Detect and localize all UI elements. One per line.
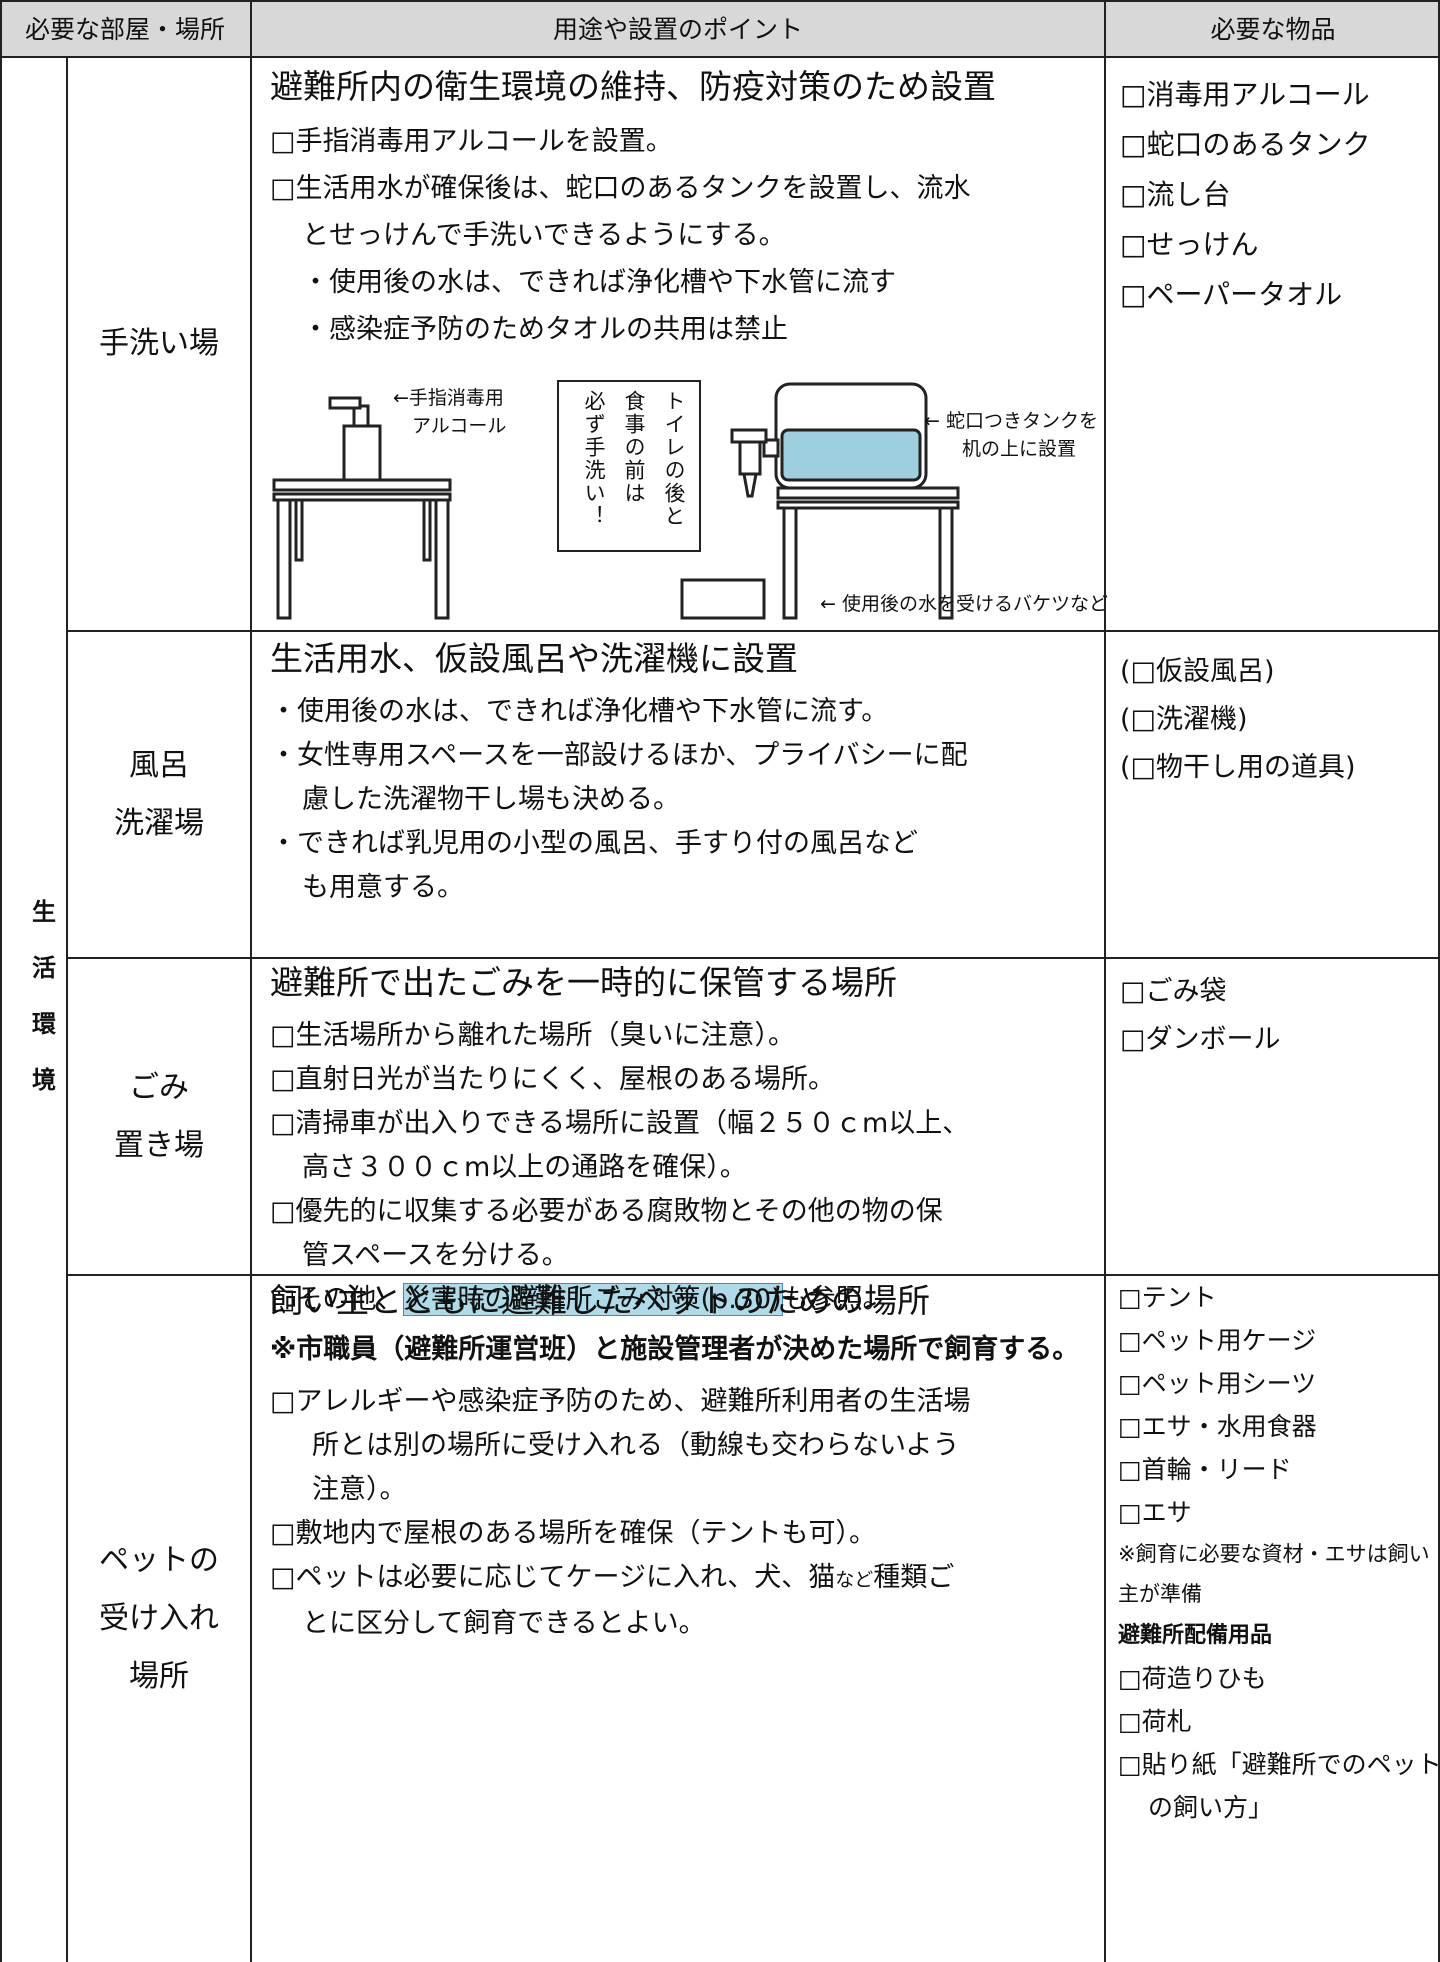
grid-line — [250, 0, 252, 1962]
bucket-icon — [680, 578, 766, 620]
grid-line — [1104, 0, 1106, 1962]
point-line: 慮した洗濯物干し場も決める。 — [302, 784, 680, 815]
item: □流し台 — [1120, 178, 1231, 211]
grid-line — [1438, 0, 1440, 1962]
points-bath: 生活用水、仮設風呂や洗濯機に設置 ・使用後の水は、できれば浄化槽や下水管に流す。… — [270, 634, 1100, 910]
point-line: 高さ３００ｃm以上の通路を確保）。 — [302, 1152, 747, 1183]
items-pet: □テント □ペット用ケージ □ペット用シーツ □エサ・水用食器 □首輪・リード … — [1118, 1276, 1440, 1829]
header-col-place: 必要な部屋・場所 — [0, 0, 250, 56]
point-line: 管スペースを分ける。 — [302, 1240, 569, 1271]
point-line: □アレルギーや感染症予防のため、避難所利用者の生活場 — [270, 1386, 971, 1417]
text: 種類ご — [873, 1562, 955, 1593]
handwash-sign: トイレの後と 食事の前は 必ず手洗い！ — [557, 380, 701, 552]
illustration-label: ←手指消毒用 — [393, 387, 504, 409]
pet-note: ※飼育に必要な資材・エサは飼い主が準備 — [1118, 1542, 1430, 1606]
point-line: ・使用後の水は、できれば浄化槽や下水管に流す。 — [270, 696, 889, 727]
points-pet: 飼い主とともに避難したペットのための場所 ※市職員（避難所運営班）と施設管理者が… — [270, 1276, 1100, 1646]
point-line: ・女性専用スペースを一部設けるほか、プライバシーに配 — [270, 740, 968, 771]
illustration-label: ← 蛇口つきタンクを — [924, 410, 1098, 432]
place-name-garbage: ごみ 置き場 — [114, 1069, 204, 1163]
table-icon — [272, 478, 452, 620]
point-line: □生活場所から離れた場所（臭いに注意）。 — [270, 1020, 796, 1051]
item: □消毒用アルコール — [1120, 78, 1370, 111]
point-line: ・使用後の水は、できれば浄化槽や下水管に流す — [302, 267, 896, 298]
illustration-label: 机の上に設置 — [962, 438, 1077, 460]
text: など — [835, 1569, 874, 1591]
point-line: も用意する。 — [302, 872, 464, 903]
grid-line — [66, 56, 68, 1962]
item: □ごみ袋 — [1120, 976, 1227, 1007]
pet-notice: ※市職員（避難所運営班）と施設管理者が決めた場所で飼育する。 — [270, 1334, 1080, 1365]
item: □貼り紙「避難所でのペットの飼い方」 — [1118, 1750, 1440, 1822]
header-col-points: 用途や設置のポイント — [252, 0, 1104, 56]
point-line: □手指消毒用アルコールを設置。 — [270, 126, 673, 157]
item: □蛇口のあるタンク — [1120, 128, 1371, 161]
item: □テント — [1118, 1283, 1217, 1312]
point-line: ・感染症予防のためタオルの共用は禁止 — [302, 314, 788, 345]
illustration-label: ← 使用後の水を受けるバケツなど — [820, 593, 1108, 615]
grid-line — [66, 957, 1440, 959]
point-line: とせっけんで手洗いできるようにする。 — [302, 220, 786, 251]
grid-line — [66, 1274, 1440, 1276]
illustration-label: アルコール — [412, 415, 507, 437]
text: □その他、 — [270, 1284, 404, 1315]
category-char: 活 — [32, 954, 56, 982]
item: □荷造りひも — [1118, 1664, 1267, 1693]
row-heading: 避難所内の衛生環境の維持、防疫対策のため設置 — [270, 67, 996, 106]
alcohol-bottle-icon — [328, 396, 382, 482]
garbage-policy-link[interactable]: 災害時の避難所ごみ対策(p.30) — [402, 1283, 783, 1316]
item: □エサ・水用食器 — [1118, 1412, 1317, 1441]
item: (□物干し用の道具) — [1120, 752, 1356, 783]
sign-text: トイレの後と — [662, 390, 686, 528]
grid-line — [0, 0, 2, 1962]
item: (□仮設風呂) — [1120, 656, 1275, 687]
point-line: とに区分して飼育できるとよい。 — [302, 1608, 706, 1639]
row-heading: 避難所で出たごみを一時的に保管する場所 — [270, 963, 897, 1002]
grid-line — [0, 0, 1440, 2]
item: □ペーパータオル — [1120, 278, 1343, 311]
point-line: 所とは別の場所に受け入れる（動線も交わらないよう — [312, 1430, 960, 1461]
point-line: □優先的に収集する必要がある腐敗物とその他の物の保 — [270, 1196, 943, 1227]
sign-text: 食事の前は — [622, 390, 646, 505]
items-garbage: □ごみ袋 □ダンボール — [1120, 968, 1436, 1064]
points-garbage: 避難所で出たごみを一時的に保管する場所 □生活場所から離れた場所（臭いに注意）。… — [270, 958, 1100, 1322]
category-char: 環 — [32, 1010, 56, 1038]
place-name-handwash: 手洗い場 — [99, 326, 219, 361]
place-name-bath: 風呂 洗濯場 — [114, 747, 204, 841]
item: □荷札 — [1118, 1707, 1192, 1736]
grid-line — [66, 630, 1440, 632]
point-line: □敷地内で屋根のある場所を確保（テントも可）。 — [270, 1518, 877, 1549]
item: □せっけん — [1120, 228, 1259, 261]
item: □ペット用シーツ — [1118, 1369, 1317, 1398]
grid-line — [0, 56, 1440, 58]
items-bath: (□仮設風呂) (□洗濯機) (□物干し用の道具) — [1120, 648, 1436, 792]
row-heading: 生活用水、仮設風呂や洗濯機に設置 — [270, 639, 798, 678]
point-line: □ペットは必要に応じてケージに入れ、犬、猫など種類ご — [270, 1556, 1100, 1602]
text: □ペットは必要に応じてケージに入れ、犬、猫 — [270, 1562, 836, 1593]
item: □ペット用ケージ — [1118, 1326, 1317, 1355]
row-heading: 飼い主とともに避難したペットのための場所 — [270, 1281, 930, 1320]
item: □エサ — [1118, 1498, 1192, 1527]
point-line: □直射日光が当たりにくく、屋根のある場所。 — [270, 1064, 835, 1095]
item: (□洗濯機) — [1120, 704, 1248, 735]
point-line: □その他、災害時の避難所ごみ対策(p.30)も参照。 — [270, 1278, 1100, 1322]
category-label: 生 活 環 境 — [26, 892, 62, 1116]
category-char: 境 — [32, 1066, 56, 1094]
item: □ダンボール — [1120, 1024, 1281, 1055]
place-name-pet: ペットの 受け入れ 場所 — [99, 1543, 219, 1694]
point-line: □清掃車が出入りできる場所に設置（幅２５０ｃm以上、 — [270, 1108, 970, 1139]
header-col-items: 必要な物品 — [1106, 0, 1440, 56]
sign-text: 必ず手洗い！ — [582, 390, 606, 528]
point-line: 注意）。 — [312, 1474, 407, 1505]
pet-subheading: 避難所配備用品 — [1118, 1623, 1273, 1648]
category-char: 生 — [32, 898, 56, 926]
point-line: ・できれば乳児用の小型の風呂、手すり付の風呂など — [270, 828, 918, 859]
point-line: □生活用水が確保後は、蛇口のあるタンクを設置し、流水 — [270, 173, 971, 204]
handwash-illustration — [272, 382, 960, 620]
items-handwash: □消毒用アルコール □蛇口のあるタンク □流し台 □せっけん □ペーパータオル — [1120, 70, 1436, 320]
text: も参照。 — [781, 1284, 890, 1315]
points-handwash: 避難所内の衛生環境の維持、防疫対策のため設置 □手指消毒用アルコールを設置。 □… — [270, 62, 1100, 353]
item: □首輪・リード — [1118, 1455, 1292, 1484]
water-tank-icon — [730, 382, 928, 498]
